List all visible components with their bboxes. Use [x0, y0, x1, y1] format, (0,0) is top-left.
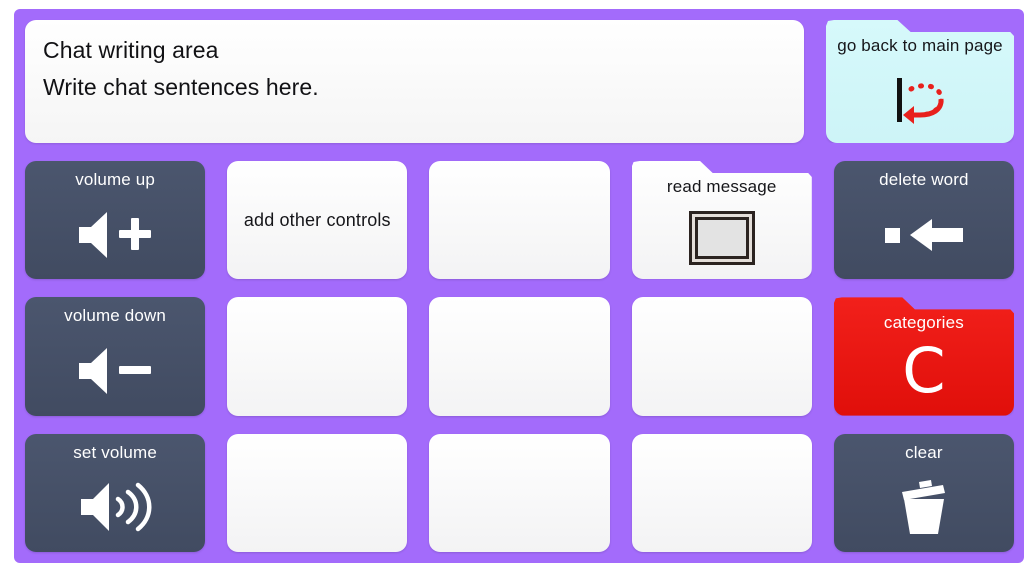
go-back-to-main-page-button[interactable]: go back to main page [826, 20, 1014, 143]
volume-up-label: volume up [75, 170, 155, 189]
picture-frame-icon [632, 197, 812, 279]
read-message-label: read message [666, 177, 777, 196]
volume-down-button[interactable]: volume down [25, 297, 206, 416]
top-row: Chat writing area Write chat sentences h… [25, 20, 1014, 143]
aac-board: Chat writing area Write chat sentences h… [14, 9, 1024, 563]
empty-cell[interactable] [429, 433, 610, 552]
volume-up-button[interactable]: volume up [25, 161, 206, 280]
speaker-minus-icon [25, 326, 205, 415]
clear-label: clear [905, 442, 943, 462]
letter-c-glyph: C [902, 334, 946, 408]
trash-can-icon [834, 463, 1014, 552]
empty-cell[interactable] [227, 297, 408, 416]
speaker-plus-icon [25, 190, 205, 279]
speaker-waves-icon [25, 463, 205, 552]
empty-cell[interactable] [631, 433, 812, 552]
categories-label: categories [883, 313, 964, 333]
empty-cell[interactable] [631, 297, 812, 416]
add-other-controls-label: add other controls [243, 210, 391, 231]
set-volume-button[interactable]: set volume [25, 433, 206, 552]
categories-button[interactable]: categories C [833, 297, 1014, 416]
go-back-label: go back to main page [837, 36, 1003, 55]
empty-cell[interactable] [429, 297, 610, 416]
chat-line-1: Chat writing area [43, 37, 219, 63]
clear-button[interactable]: clear [833, 433, 1014, 552]
chat-line-2: Write chat sentences here. [43, 74, 319, 100]
delete-word-button[interactable]: delete word [833, 161, 1014, 280]
backspace-icon [834, 190, 1014, 279]
letter-c-icon: C [834, 333, 1014, 415]
delete-word-label: delete word [879, 170, 969, 189]
empty-cell[interactable] [429, 161, 610, 280]
button-grid: volume up add other controls read messag… [25, 161, 1014, 552]
empty-cell[interactable] [227, 433, 408, 552]
back-arrow-icon [826, 56, 1014, 143]
read-message-button[interactable]: read message [631, 161, 812, 280]
set-volume-label: set volume [73, 442, 157, 462]
volume-down-label: volume down [64, 306, 166, 326]
chat-writing-area[interactable]: Chat writing area Write chat sentences h… [25, 20, 804, 143]
add-other-controls-button[interactable]: add other controls [227, 161, 408, 280]
